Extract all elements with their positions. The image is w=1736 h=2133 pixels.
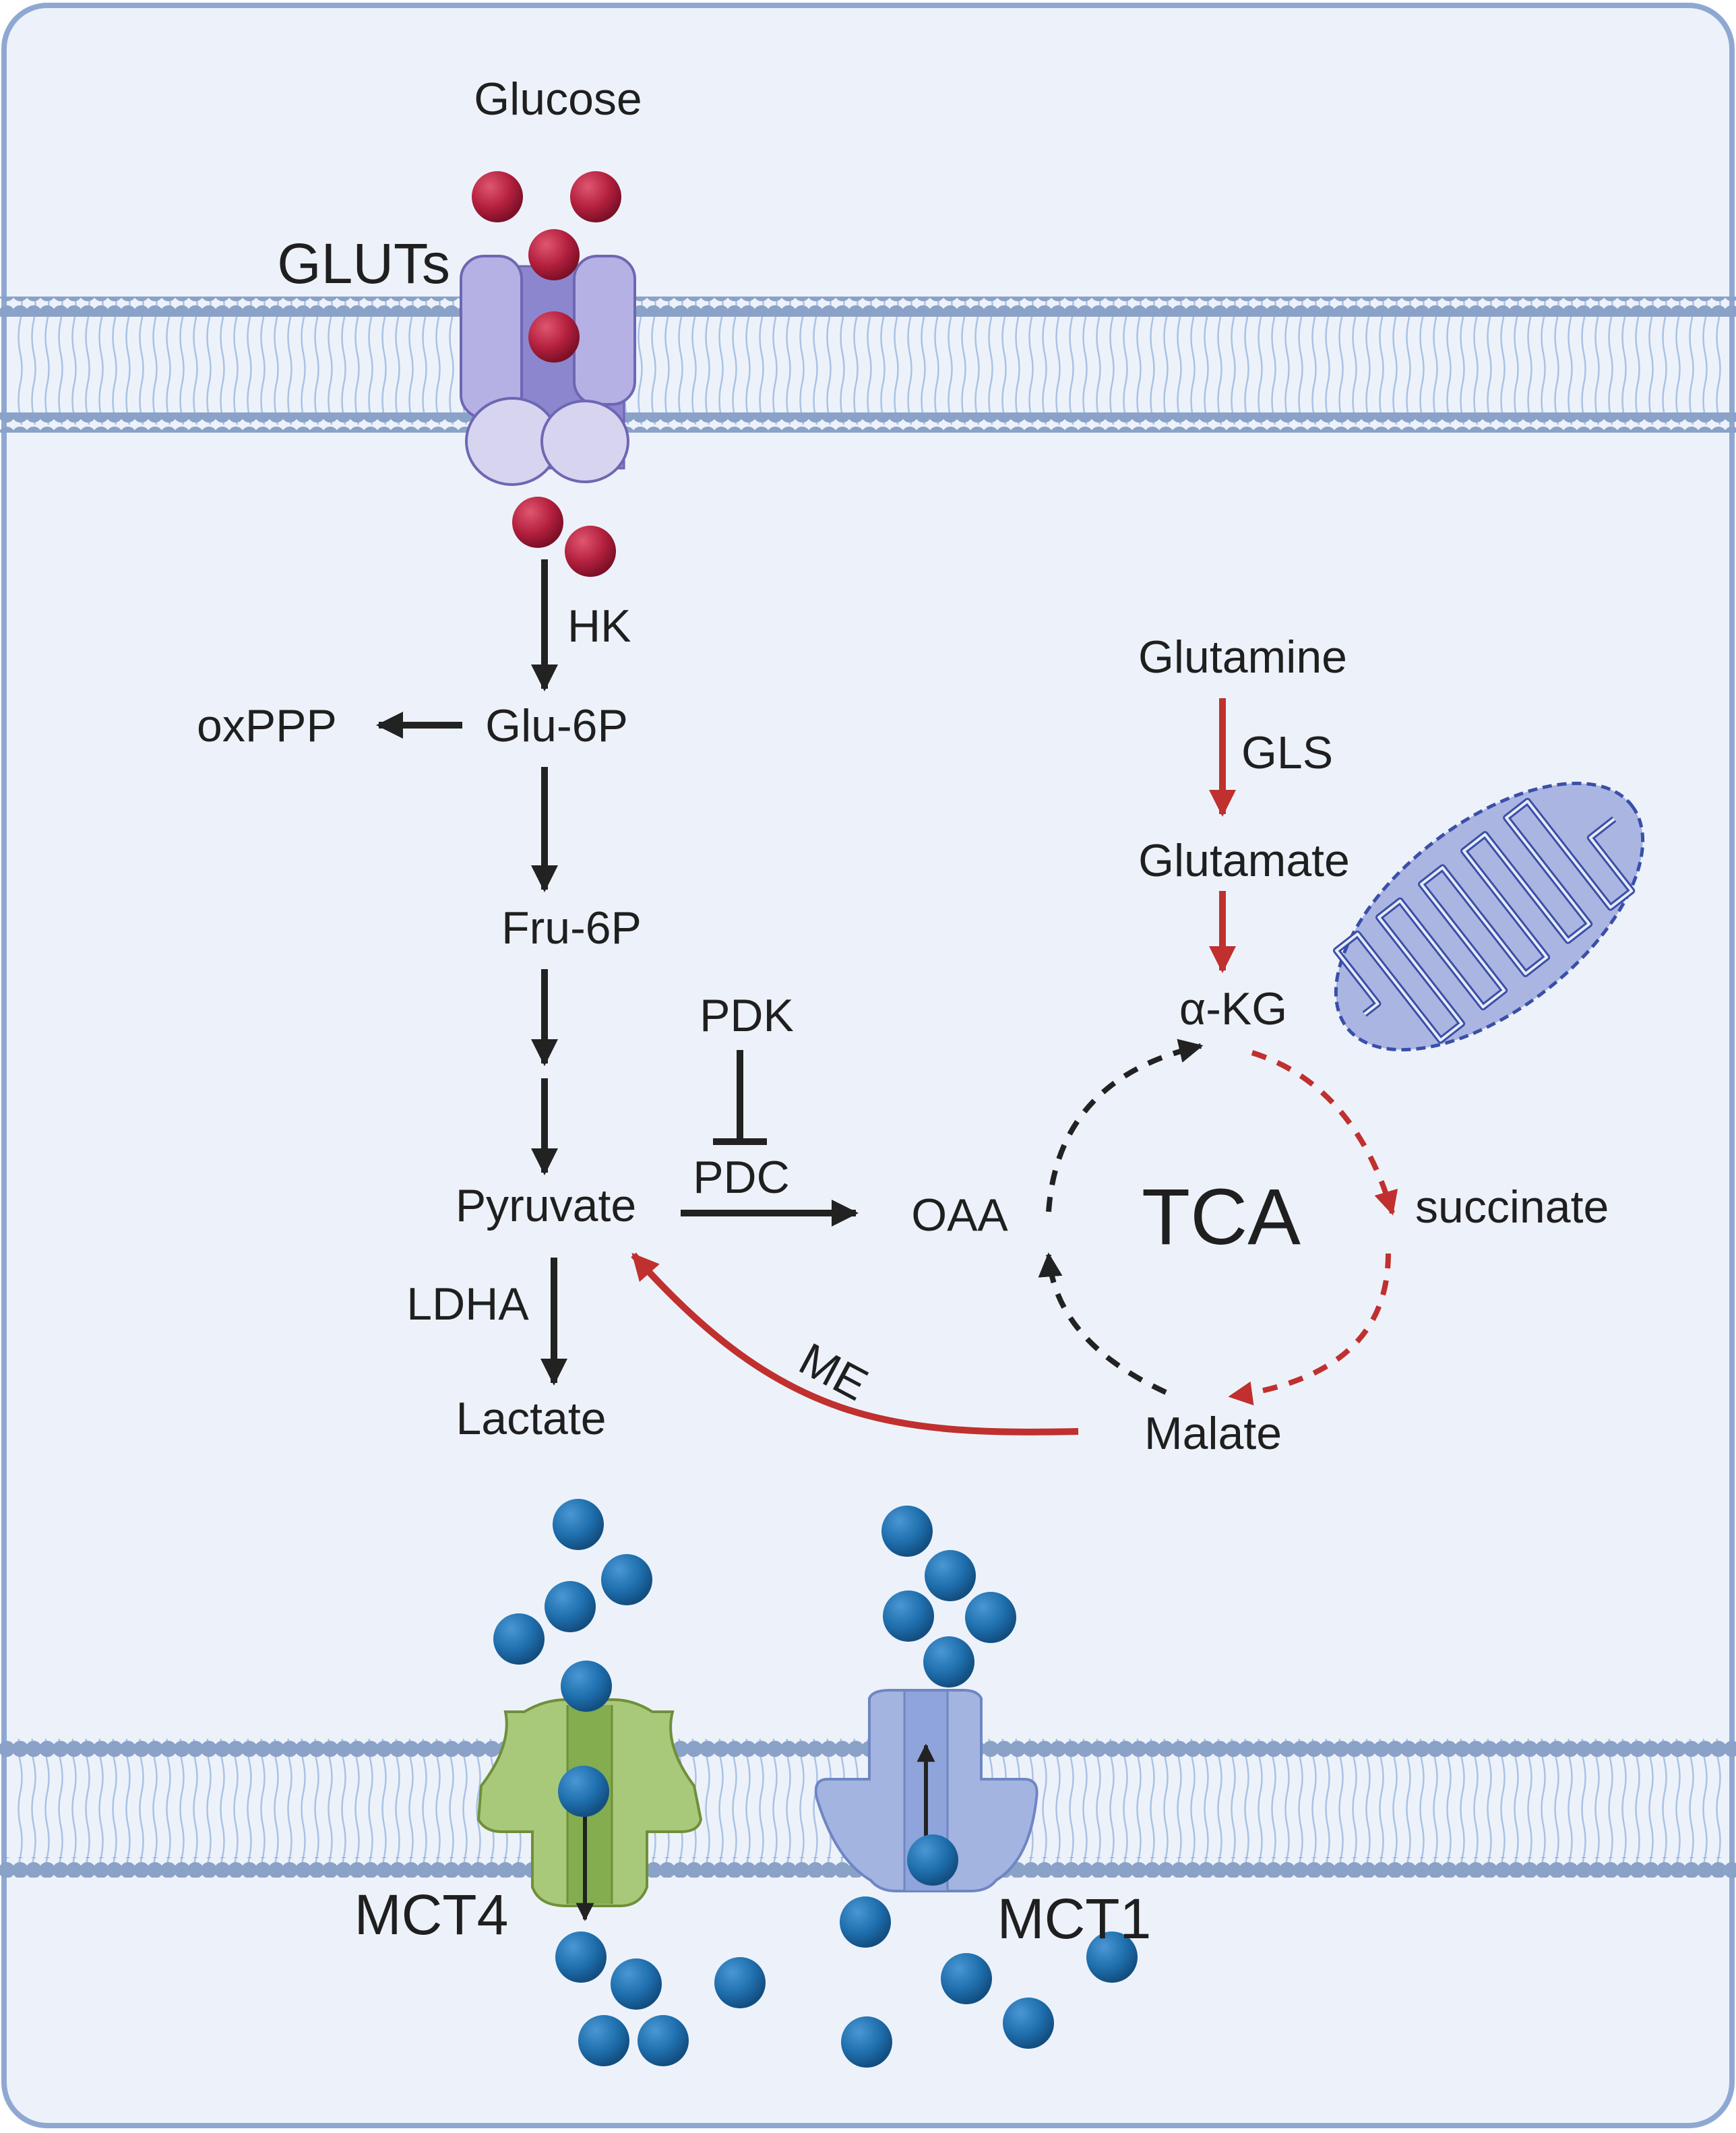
pdk-inhibition	[713, 1050, 767, 1145]
mct4-label: MCT4	[354, 1883, 509, 1946]
tca-cycle	[1038, 1039, 1398, 1406]
glucose-molecule-icon	[565, 526, 616, 577]
tca-arc-malate-to-oaa	[1038, 1252, 1167, 1395]
lactate-molecule-icon	[638, 2015, 689, 2066]
glucose-molecule-icon	[528, 229, 580, 280]
glut-transporter-icon	[460, 255, 636, 486]
pdk-label: PDK	[700, 990, 794, 1041]
plasma-membrane-top	[0, 297, 1736, 433]
succinate-label: succinate	[1415, 1181, 1609, 1233]
pdc-label: PDC	[693, 1152, 790, 1203]
lactate-molecule-icon	[558, 1766, 609, 1817]
lactate-molecule-icon	[965, 1592, 1016, 1643]
lactate-molecule-icon	[578, 2015, 629, 2066]
lactate-molecule-icon	[1086, 1931, 1138, 1983]
oaa-label: OAA	[911, 1189, 1008, 1241]
lactate-molecule-icon	[493, 1613, 545, 1665]
glucose-label: Glucose	[474, 73, 642, 125]
lactate-molecule-icon	[601, 1554, 652, 1605]
malate-label: Malate	[1144, 1408, 1282, 1459]
mct1-label: MCT1	[997, 1887, 1152, 1950]
cell-frame	[1, 3, 1735, 2128]
glucose-molecule-icon	[512, 497, 563, 548]
tca-arc-oaa-to-akg	[1046, 1039, 1204, 1212]
lactate-molecules	[493, 1499, 1138, 2068]
lactate-label: Lactate	[456, 1393, 606, 1444]
glu6p-label: Glu-6P	[485, 700, 628, 751]
fru6p-label: Fru-6P	[501, 902, 642, 954]
lactate-molecule-icon	[714, 1957, 766, 2008]
glutamate-label: Glutamate	[1138, 835, 1350, 886]
ldha-label: LDHA	[406, 1278, 529, 1330]
glucose-molecules	[472, 171, 621, 577]
lactate-molecule-icon	[907, 1834, 958, 1886]
hk-label: HK	[567, 600, 631, 652]
lactate-molecule-icon	[555, 1931, 607, 1983]
lactate-molecule-icon	[841, 2016, 892, 2068]
lactate-molecule-icon	[1003, 1998, 1054, 2049]
glycolysis-arrows	[376, 559, 859, 1386]
pyruvate-label: Pyruvate	[456, 1180, 636, 1231]
lactate-molecule-icon	[923, 1636, 974, 1688]
akg-label: α-KG	[1179, 983, 1287, 1034]
gls-label: GLS	[1241, 727, 1333, 778]
me-arrow	[631, 1252, 1079, 1435]
tca-arc-akg-to-succinate	[1251, 1050, 1398, 1216]
lactate-molecule-icon	[611, 1958, 662, 2010]
tca-arc-succinate-to-malate	[1228, 1253, 1391, 1406]
lactate-molecule-icon	[545, 1581, 596, 1632]
glucose-molecule-icon	[570, 171, 621, 222]
glucose-molecule-icon	[528, 311, 580, 363]
lactate-molecule-icon	[941, 1953, 992, 2004]
lactate-molecule-icon	[553, 1499, 604, 1550]
lactate-molecule-icon	[840, 1896, 891, 1948]
lactate-molecule-icon	[881, 1506, 933, 1557]
lactate-molecule-icon	[561, 1661, 612, 1712]
mitochondrion-icon	[1332, 781, 1645, 1052]
lactate-molecule-icon	[925, 1550, 976, 1601]
lactate-molecule-icon	[883, 1590, 934, 1642]
oxppp-label: oxPPP	[197, 700, 337, 751]
tca-label: TCA	[1142, 1173, 1301, 1262]
gluts-label: GLUTs	[277, 232, 450, 295]
glutamine-label: Glutamine	[1138, 631, 1347, 683]
glucose-molecule-icon	[472, 171, 523, 222]
